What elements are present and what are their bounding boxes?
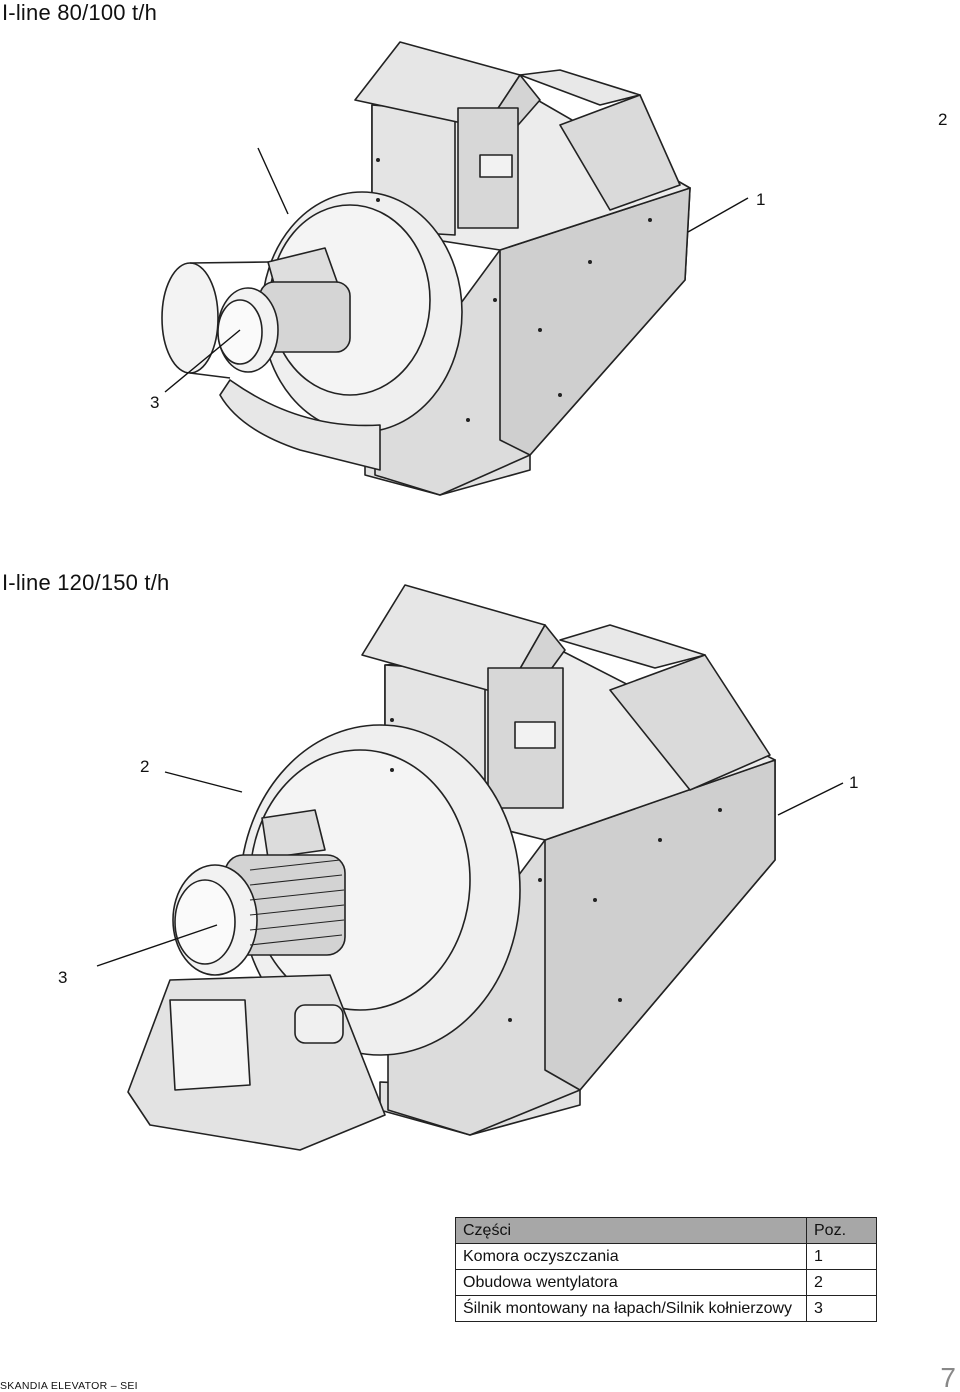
parts-table-header-row: Części Poz. <box>455 1217 877 1244</box>
part-pos: 2 <box>806 1269 877 1296</box>
figure1-callout-2: 2 <box>938 110 948 129</box>
figure1-drawing <box>161 41 749 496</box>
part-name: Obudowa wentylatora <box>455 1269 807 1296</box>
figure2-callout-3: 3 <box>58 968 68 987</box>
figure2-callout-1: 1 <box>849 773 859 792</box>
part-pos: 1 <box>806 1243 877 1270</box>
header-pos: Poz. <box>806 1217 877 1244</box>
part-pos: 3 <box>806 1295 877 1322</box>
page-number: 7 <box>940 1362 956 1392</box>
part-name: Komora oczyszczania <box>455 1243 807 1270</box>
table-row: Obudowa wentylatora 2 <box>455 1269 877 1296</box>
figure1-title: I-line 80/100 t/h <box>2 0 158 25</box>
table-row: Komora oczyszczania 1 <box>455 1243 877 1270</box>
figure2-drawing <box>96 584 844 1151</box>
figure2-title: I-line 120/150 t/h <box>2 570 170 595</box>
footer-brand: SKANDIA ELEVATOR – SEI <box>0 1380 138 1392</box>
header-parts: Części <box>455 1217 807 1244</box>
table-row: Śilnik montowany na łapach/Silnik kołnie… <box>455 1295 877 1322</box>
figure1-callout-1: 1 <box>756 190 766 209</box>
figure2-callout-2: 2 <box>140 757 150 776</box>
part-name: Śilnik montowany na łapach/Silnik kołnie… <box>455 1295 807 1322</box>
figure1-callout-3: 3 <box>150 393 160 412</box>
parts-table: Części Poz. Komora oczyszczania 1 Obudow… <box>455 1217 877 1322</box>
